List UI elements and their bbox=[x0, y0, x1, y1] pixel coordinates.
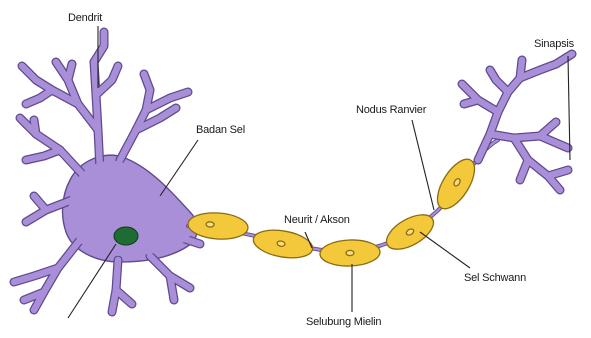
label-neurit-akson: Neurit / Akson bbox=[284, 214, 350, 227]
label-sinapsis: Sinapsis bbox=[534, 38, 574, 51]
nucleus bbox=[114, 227, 138, 245]
label-badan-sel: Badan Sel bbox=[196, 124, 245, 137]
leader-nodus-ranvier bbox=[412, 120, 434, 210]
label-dendrit: Dendrit bbox=[68, 12, 102, 25]
label-nodus-ranvier: Nodus Ranvier bbox=[356, 104, 426, 117]
label-selubung-mielin: Selubung Mielin bbox=[306, 316, 381, 329]
label-sel-schwann: Sel Schwann bbox=[464, 272, 526, 285]
dendrite-branches bbox=[14, 32, 200, 312]
schwann-cell-3 bbox=[320, 239, 381, 267]
axon-terminals bbox=[462, 54, 572, 190]
leader-badan-sel bbox=[160, 140, 198, 196]
leader-sel-schwann bbox=[420, 232, 470, 268]
schwann-cell-2 bbox=[251, 226, 315, 262]
